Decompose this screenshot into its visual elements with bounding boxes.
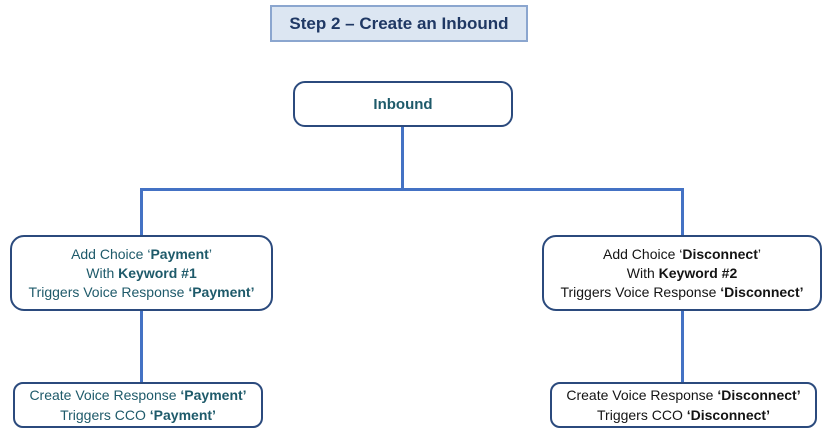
node-create-voice-response-disconnect: Create Voice Response ‘Disconnect’ Trigg… bbox=[550, 382, 817, 428]
step-title-label: Step 2 – Create an Inbound bbox=[289, 13, 509, 33]
node-inbound-label: Inbound bbox=[373, 95, 433, 113]
node-add-choice-disconnect: Add Choice ‘Disconnect’ With Keyword #2 … bbox=[542, 235, 822, 311]
connector-right-upper bbox=[681, 188, 684, 235]
node-text-line: Triggers CCO ‘Disconnect’ bbox=[597, 407, 770, 423]
node-inbound: Inbound bbox=[293, 81, 513, 127]
connector-left-lower bbox=[140, 311, 143, 382]
node-text-line: Create Voice Response ‘Payment’ bbox=[29, 387, 247, 403]
node-text-line: With Keyword #2 bbox=[626, 264, 738, 281]
step-title: Step 2 – Create an Inbound bbox=[270, 5, 528, 42]
node-text-line: Create Voice Response ‘Disconnect’ bbox=[566, 387, 801, 403]
connector-left-upper bbox=[140, 188, 143, 235]
node-text-line: With Keyword #1 bbox=[86, 264, 197, 281]
node-text-line: Triggers CCO ‘Payment’ bbox=[60, 407, 216, 423]
node-text-line: Triggers Voice Response ‘Disconnect’ bbox=[560, 283, 804, 300]
node-add-choice-payment: Add Choice ‘Payment’ With Keyword #1 Tri… bbox=[10, 235, 273, 311]
connector-inbound-down bbox=[401, 127, 404, 190]
connector-right-lower bbox=[681, 311, 684, 382]
node-create-voice-response-payment: Create Voice Response ‘Payment’ Triggers… bbox=[13, 382, 263, 428]
connector-horizontal bbox=[140, 188, 684, 191]
node-text-line: Add Choice ‘Disconnect’ bbox=[603, 245, 761, 262]
node-text-line: Triggers Voice Response ‘Payment’ bbox=[28, 283, 255, 300]
node-text-line: Add Choice ‘Payment’ bbox=[71, 245, 212, 262]
